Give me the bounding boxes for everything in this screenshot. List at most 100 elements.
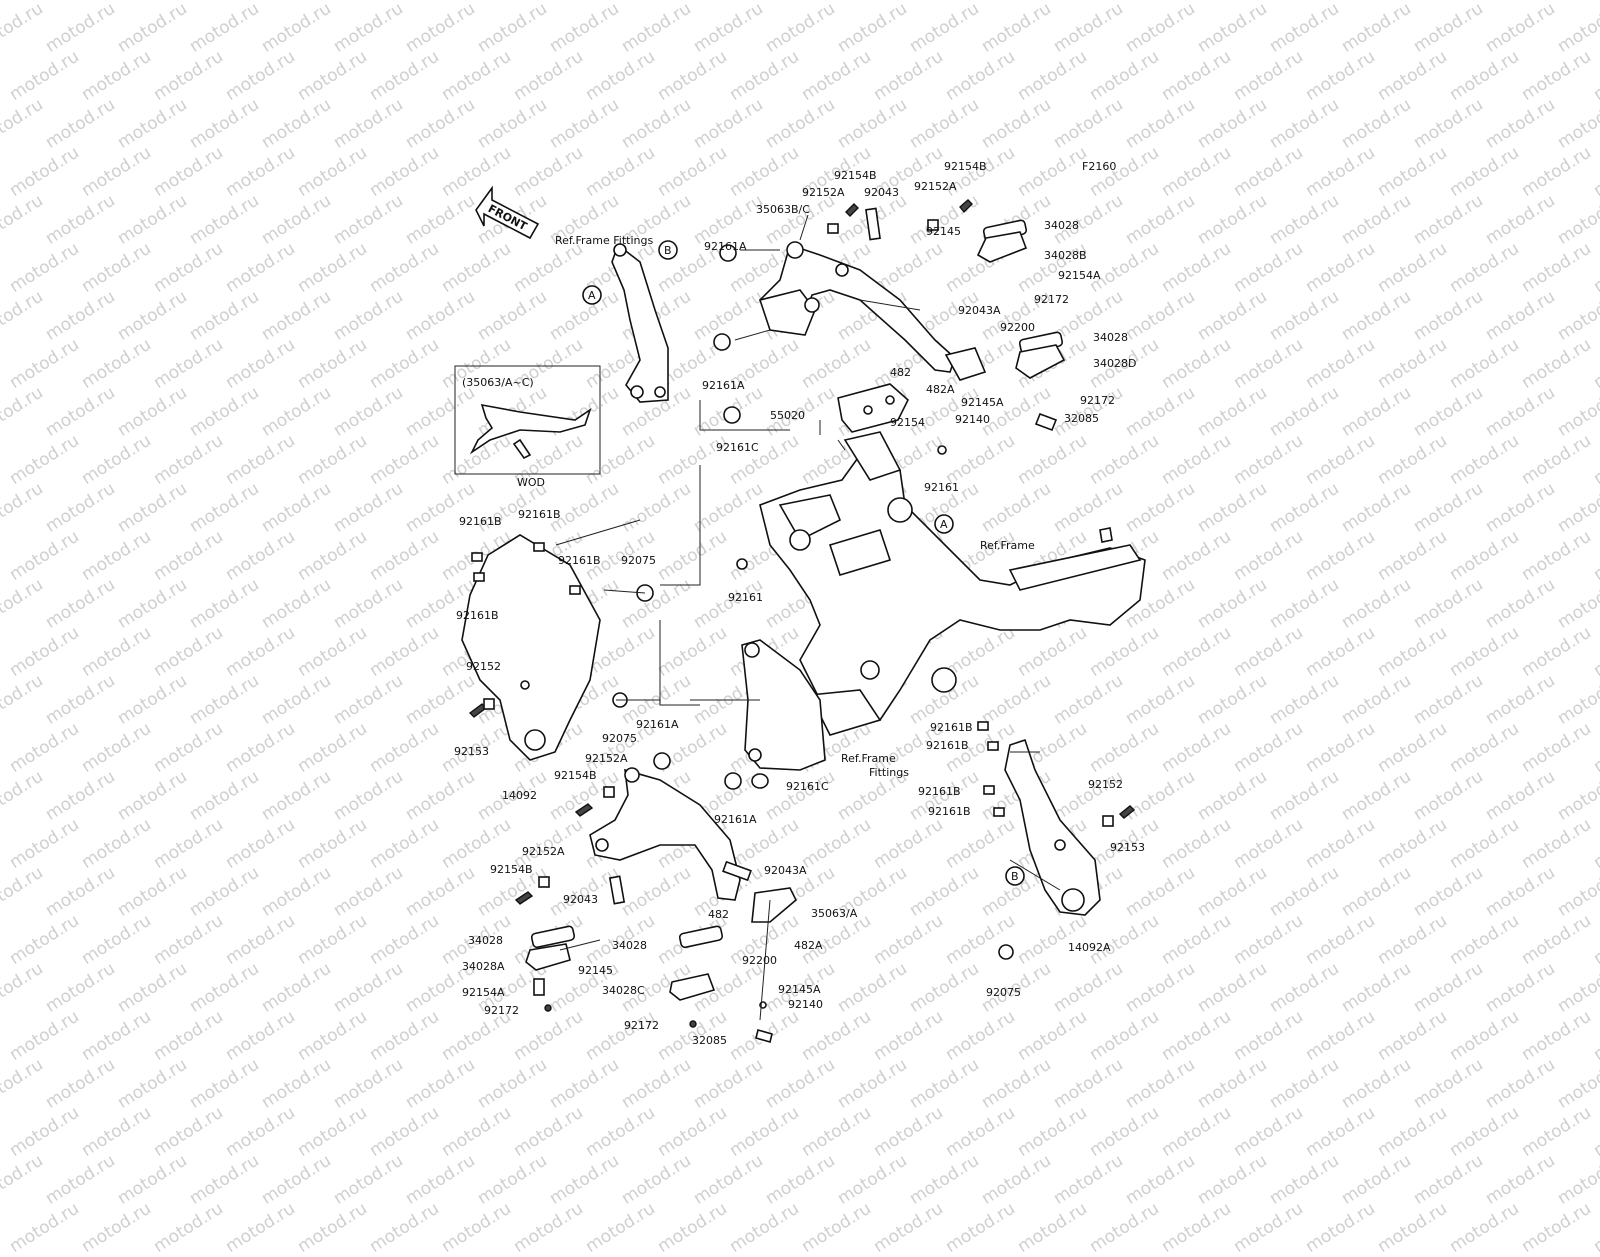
watermark-text: motod.ru <box>1518 1198 1595 1257</box>
part-label: 92152A <box>914 180 957 193</box>
callout-b: B <box>664 244 672 257</box>
part-label: 92140 <box>788 998 823 1011</box>
ref-frame: Ref.Frame <box>980 539 1035 552</box>
part-label: 92161 <box>728 591 763 604</box>
callout-a-frame-circle <box>934 514 954 534</box>
part-label: 34028 <box>1093 331 1128 344</box>
watermark-text: motod.ru <box>1158 1198 1235 1257</box>
watermark-text: motod.ru <box>366 1198 443 1257</box>
part-label: 14092A <box>1068 941 1111 954</box>
right-hanger-14092A: B <box>977 721 1136 916</box>
watermark-text: motod.ru <box>6 1198 83 1257</box>
part-label: 92152 <box>1088 778 1123 791</box>
part-label: 92161B <box>918 785 961 798</box>
part-label: 92154A <box>462 986 505 999</box>
part-label: 92075 <box>602 732 637 745</box>
watermark-text: motod.ru <box>1230 1198 1307 1257</box>
part-label: 92043 <box>864 186 899 199</box>
part-label: 92153 <box>454 745 489 758</box>
watermark-text: motod.ru <box>1302 1198 1379 1257</box>
part-label: 92145 <box>926 225 961 238</box>
mid-frame-plate <box>741 639 826 771</box>
part-label: 92145 <box>578 964 613 977</box>
part-label: 35063B/C <box>756 203 810 216</box>
figure-code: F2160 <box>1082 160 1116 173</box>
part-label: 92161 <box>924 481 959 494</box>
part-label: 92152A <box>585 752 628 765</box>
part-label: 482 <box>890 366 911 379</box>
ref-frame-fittings-mid-2: Fittings <box>869 766 909 779</box>
part-label: 14092 <box>502 789 537 802</box>
ref-frame-fittings-top: Ref.Frame Fittings <box>555 234 653 247</box>
watermark-text: motod.ru <box>150 1198 227 1257</box>
part-label: 92075 <box>621 554 656 567</box>
part-label: 92161A <box>702 379 745 392</box>
inset-box: (35063/A~C) WOD <box>454 365 601 489</box>
part-label: 92172 <box>1080 394 1115 407</box>
part-label: 92152 <box>466 660 501 673</box>
callout-a-frame: A <box>940 518 948 531</box>
part-labels: 92154B 92154B 92152A 92043 92152A 35063B… <box>454 160 1145 1047</box>
upper-left-bracket: A B <box>582 240 678 403</box>
watermark-text: motod.ru <box>942 1198 1019 1257</box>
part-label: 92172 <box>1034 293 1069 306</box>
watermark-text: motod.ru <box>1086 1198 1163 1257</box>
part-label: 92152A <box>522 845 565 858</box>
callout-b-lower-circle <box>1005 866 1025 886</box>
main-frame: A <box>759 431 1146 736</box>
part-label: 92161A <box>636 718 679 731</box>
part-label: 92161B <box>456 609 499 622</box>
part-label: 92154B <box>490 863 533 876</box>
lower-left-bracket <box>514 767 797 923</box>
callout-b-circle <box>658 240 678 260</box>
part-label: 92043A <box>764 864 807 877</box>
part-label: 92075 <box>986 986 1021 999</box>
part-label: 34028B <box>1044 249 1087 262</box>
watermark-text: motod.ru <box>1014 1198 1091 1257</box>
part-label: 35063/A <box>811 907 858 920</box>
part-label: 92154 <box>890 416 925 429</box>
part-label: 55020 <box>770 409 805 422</box>
part-label: 482 <box>708 908 729 921</box>
part-label: 92140 <box>955 413 990 426</box>
part-label: 92161B <box>518 508 561 521</box>
part-label: 34028 <box>612 939 647 952</box>
watermark-text: motod.ru <box>78 1198 155 1257</box>
part-label: 482A <box>794 939 823 952</box>
part-label: 92043 <box>563 893 598 906</box>
watermark-text: motod.ru <box>438 1198 515 1257</box>
part-label: 92161B <box>926 739 969 752</box>
watermark-text: motod.ru <box>798 1198 875 1257</box>
upper-right-bracket <box>758 241 956 373</box>
footpeg-upper-right <box>827 199 1066 432</box>
watermark-text: motod.ru <box>1374 1198 1451 1257</box>
part-label: 34028C <box>602 984 645 997</box>
part-label: 92161A <box>704 240 747 253</box>
inset-caption: WOD <box>517 476 545 489</box>
part-label: 92043A <box>958 304 1001 317</box>
part-label: 92154B <box>944 160 987 173</box>
part-label: 92172 <box>624 1019 659 1032</box>
part-label: 92145A <box>961 396 1004 409</box>
part-label: 92161A <box>714 813 757 826</box>
parts-diagram: FRONT F2160 (35063/A~C) WOD A B <box>454 160 1146 1047</box>
watermark-text: motod.ru <box>654 1198 731 1257</box>
watermark-text: motod.ru <box>870 1198 947 1257</box>
part-label: 32085 <box>1064 412 1099 425</box>
inset-title: (35063/A~C) <box>462 376 534 389</box>
part-label: 92172 <box>484 1004 519 1017</box>
part-label: 92154B <box>834 169 877 182</box>
part-label: 92152A <box>802 186 845 199</box>
part-label: 92161B <box>558 554 601 567</box>
watermark-text: motod.ru <box>1590 1198 1600 1257</box>
leader-lines <box>555 214 1061 1021</box>
ref-frame-fittings-mid-1: Ref.Frame <box>841 752 896 765</box>
part-label: 92200 <box>1000 321 1035 334</box>
part-label: 34028D <box>1093 357 1136 370</box>
watermark-text: motod.ru <box>510 1198 587 1257</box>
part-label: 482A <box>926 383 955 396</box>
watermark-text: motod.ru <box>294 1198 371 1257</box>
part-label: 92161B <box>930 721 973 734</box>
part-label: 92161B <box>459 515 502 528</box>
callout-a-circle <box>582 285 602 305</box>
